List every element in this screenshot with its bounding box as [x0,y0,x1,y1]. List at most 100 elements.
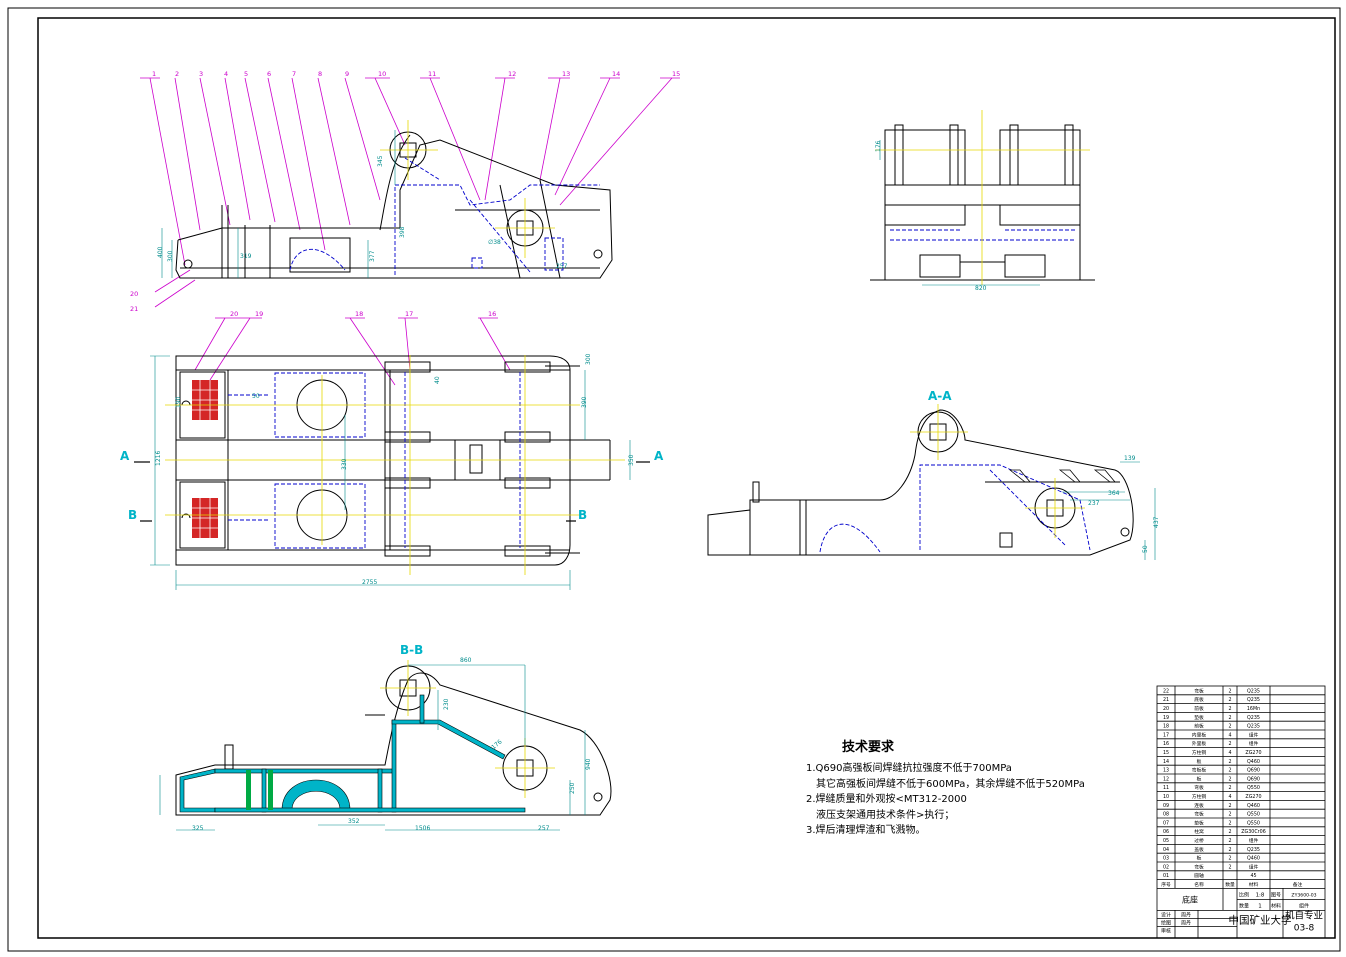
bb-dim-257: 257 [538,825,550,832]
bom-cell: 03 [1163,856,1169,862]
front-view-balloon-numbers: 1 2 3 4 5 6 7 8 9 10 11 12 13 14 15 20 2… [130,70,680,313]
bom-cell: 22 [1163,688,1169,694]
bom-header-cell: 序号 [1161,881,1171,888]
section-mark-a-left: A [120,449,130,463]
bom-cell: ZG270 [1245,794,1261,800]
bom-cell: 板 [1197,855,1202,862]
front-view-hidden [289,157,600,275]
bom-cell: 弯板 [1194,811,1204,818]
section-mark-b-left: B [128,508,137,522]
bom-sheet: 03-8 [1294,923,1315,933]
dim-400: 400 [157,246,164,258]
bom-cell: Q550 [1247,820,1260,826]
bom-major: 机自专业 [1285,909,1323,921]
dim-398: 398 [399,226,406,238]
balloon-13: 13 [562,70,570,78]
bom-cell: 01 [1163,873,1169,879]
bom-material-label: 材料 [1271,902,1281,909]
bom-cell: 弯板 [1194,784,1204,791]
bom-cell: 前板 [1194,723,1204,730]
front-view-dimension-text: 400 300 319 377 257 345 398 ∅38 [157,155,568,270]
bom-cell: 弯板板 [1192,767,1207,774]
bb-dim-1506: 1506 [415,825,430,832]
section-a-a: A-A [707,389,1160,560]
bom-cell: 09 [1163,803,1169,809]
bom-cell: Q235 [1247,688,1260,694]
bom-cell: 14 [1163,759,1169,765]
balloon-7: 7 [292,70,296,78]
plan-red-hatch [192,380,218,538]
bom-cell: 过桥 [1194,837,1204,844]
aa-dim-437: 437 [1153,516,1160,528]
bom-cell: 弯板 [1194,863,1204,870]
balloon-9: 9 [345,70,349,78]
bom-cell: 2 [1228,688,1231,694]
bom-cell: 2 [1228,776,1231,782]
bom-cell: 2 [1228,856,1231,862]
bom-cell: Q690 [1247,776,1260,782]
plan-balloon-16: 16 [488,310,496,318]
balloon-3: 3 [199,70,203,78]
bom-cell: 板 [1197,758,1202,765]
plan-dim-50: 50 [252,393,260,400]
bom-cell: 16Mn [1247,706,1260,712]
bom-school: 中国矿业大学 [1229,913,1292,926]
bom-cell: 2 [1228,838,1231,844]
tech-line-3: 2.焊缝质量和外观按<MT312-2000 [806,794,967,805]
bom-cell: 连板 [1194,802,1204,809]
balloon-8: 8 [318,70,322,78]
bom-draw-name: 周丹 [1181,920,1191,926]
section-mark-a-right: A [654,449,664,463]
bb-dim-230: 230 [443,698,450,710]
bom-cell: 2 [1228,724,1231,730]
dim-319: 319 [240,253,252,260]
bom-cell: 4 [1228,750,1231,756]
plan-dim-1216: 1216 [155,451,162,466]
bom-part-name: 底座 [1182,894,1198,904]
bom-scale: 1:8 [1256,892,1265,898]
bom-cell: Q460 [1247,856,1260,862]
bb-section-fill [179,694,526,813]
end-dim-820: 820 [975,285,987,292]
tech-line-1: 1.Q690高强板间焊缝抗拉强度不低于700MPa [806,763,1012,774]
bom-cell: 底板 [1194,696,1204,703]
bom-cell: 前板 [1194,705,1204,712]
bom-cell: Q550 [1247,812,1260,818]
bom-cell: 圆轴 [1194,872,1204,879]
plan-dim-330: 330 [341,458,348,470]
tech-title: 技术要求 [842,740,895,755]
bom-cell: 11 [1163,785,1169,791]
dim-377: 377 [369,250,376,262]
bom-header-cell: 数量 [1225,881,1235,888]
bom-cell: 2 [1228,847,1231,853]
dim-d38: ∅38 [488,239,501,246]
front-view-leaders [140,77,680,308]
balloon-14: 14 [612,70,620,78]
bom-material: 组件 [1299,902,1309,909]
plan-dim-390: 390 [581,396,588,408]
bom-cell: 17 [1163,732,1169,738]
outer-border [7,7,1341,952]
bom-cell: 弯板 [1194,687,1204,694]
bom-cell: 19 [1163,715,1169,721]
balloon-2: 2 [175,70,179,78]
plan-dim-300: 300 [585,353,592,365]
plan-balloon-20: 20 [230,310,238,318]
bom-cell: 2 [1228,715,1231,721]
bom-cell: Q235 [1247,697,1260,703]
technical-requirements: 技术要求 1.Q690高强板间焊缝抗拉强度不低于700MPa 其它高强板间焊缝不… [806,736,1126,839]
bom-cell: 组件 [1249,740,1259,747]
bom-cell: 4 [1228,794,1231,800]
bom-cell: Q460 [1247,759,1260,765]
bb-dim-352: 352 [348,818,360,825]
tech-line-2: 其它高强板间焊缝不低于600MPa，其余焊缝不低于520MPa [816,778,1085,790]
plan-dim-190: 190 [175,396,182,408]
front-view-dimensions [161,130,396,278]
tech-line-4: 液压支架通用技术条件>执行； [816,809,955,821]
bom-drawing-no: ZY3600-03 [1291,892,1316,898]
plan-balloon-18: 18 [355,310,363,318]
aa-dim-237: 237 [1088,500,1100,507]
bom-cell: Q235 [1247,715,1260,721]
bom-cell: 垫板 [1194,714,1204,721]
bom-header-cell: 材料 [1249,881,1259,888]
